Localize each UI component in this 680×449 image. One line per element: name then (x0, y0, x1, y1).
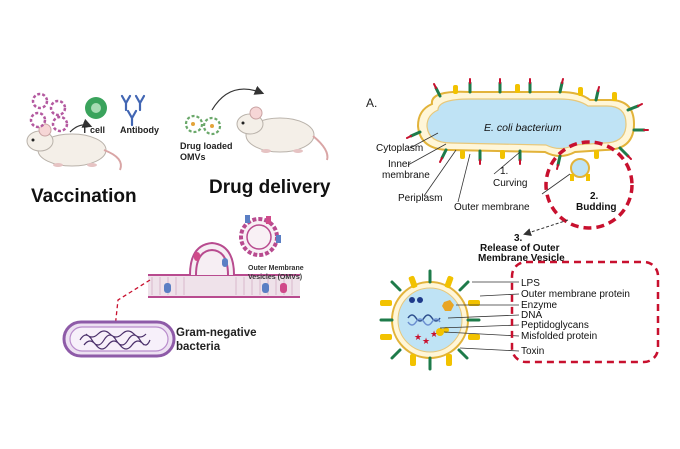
antibody-label: Antibody (120, 125, 159, 135)
budding-line-1: 2. (590, 191, 599, 202)
component-dna: DNA (521, 310, 542, 321)
bacteria-label-line-2: bacteria (176, 341, 221, 353)
release-line-3: Membrane Vesicle (478, 253, 565, 264)
budding-highlight-circle (544, 140, 634, 230)
drug-loaded-omvs (184, 114, 222, 136)
bacteria-label: Gram-negative bacteria (176, 327, 260, 353)
omv-particles-vaccination (29, 92, 69, 133)
budding-label: 2. Budding (576, 191, 617, 213)
drug-loaded-line-1: Drug loaded (180, 141, 233, 151)
gram-negative-bacterium (62, 320, 176, 358)
ecoli-cell (416, 90, 636, 157)
component-outer-membrane-protein: Outer membrane protein (521, 289, 630, 300)
svg-text:★: ★ (414, 332, 422, 342)
drug-loaded-line-2: OMVs (180, 152, 206, 162)
budding-bulge (189, 241, 235, 276)
components-box (510, 260, 660, 364)
ecoli-leader-lines (407, 132, 571, 203)
components-list: LPS Outer membrane protein Enzyme DNA Pe… (521, 278, 630, 357)
omv-label-line-2: Vesicles (OMVs) (248, 274, 302, 281)
outer-membrane-label: Outer membrane (454, 202, 530, 213)
drug-delivery-mouse (236, 106, 329, 161)
antibody-icon (120, 94, 146, 127)
t-cell-icon (85, 97, 107, 119)
vaccination-mouse (26, 123, 122, 171)
drug-delivery-arrow (211, 85, 265, 111)
outer-membrane-strip (148, 274, 300, 298)
drug-delivery-label: Drug delivery (209, 177, 331, 198)
curving-line-2: Curving (493, 178, 527, 189)
release-label: 3. Release of Outer Membrane Vesicle (478, 233, 565, 264)
omv-label-line-1: Outer Membrane (248, 265, 304, 272)
svg-text:★: ★ (430, 329, 438, 339)
cytoplasm-label: Cytoplasm (376, 143, 423, 154)
drug-loaded-label: Drug loaded OMVs (180, 141, 235, 162)
component-toxin: Toxin (521, 346, 544, 357)
component-misfolded-protein: Misfolded protein (521, 331, 597, 342)
vaccination-label: Vaccination (31, 186, 137, 207)
release-line-2: Release of Outer (480, 243, 560, 254)
t-cell-label: T cell (82, 125, 105, 135)
omv-label: Outer Membrane Vesicles (OMVs) (248, 265, 306, 281)
curving-label: 1. Curving (493, 166, 527, 189)
bacteria-label-line-1: Gram-negative (176, 327, 257, 339)
vaccination-arrow (69, 118, 93, 133)
release-arrow (523, 219, 569, 236)
component-peptidoglycans: Peptidoglycans (521, 320, 589, 331)
inner-membrane-label: Inner membrane (382, 159, 430, 181)
component-lps: LPS (521, 278, 540, 289)
component-leader-lines (439, 281, 520, 352)
svg-text:★: ★ (422, 336, 430, 346)
curving-line-1: 1. (500, 166, 508, 177)
budding-vesicle (570, 158, 590, 181)
panel-letter: A. (366, 96, 377, 110)
ecoli-surface-lps (406, 78, 649, 170)
release-line-1: 3. (514, 233, 523, 244)
inner-membrane-line-1: Inner (388, 159, 411, 170)
ecoli-label: E. coli bacterium (484, 122, 562, 134)
inner-membrane-line-2: membrane (382, 170, 430, 181)
budding-line-2: Budding (576, 202, 617, 213)
zoom-connector (114, 279, 151, 329)
component-enzyme: Enzyme (521, 300, 558, 311)
periplasm-label: Periplasm (398, 193, 442, 204)
omv-large-vesicle (239, 215, 281, 257)
released-omv: ★★★ (379, 269, 481, 371)
